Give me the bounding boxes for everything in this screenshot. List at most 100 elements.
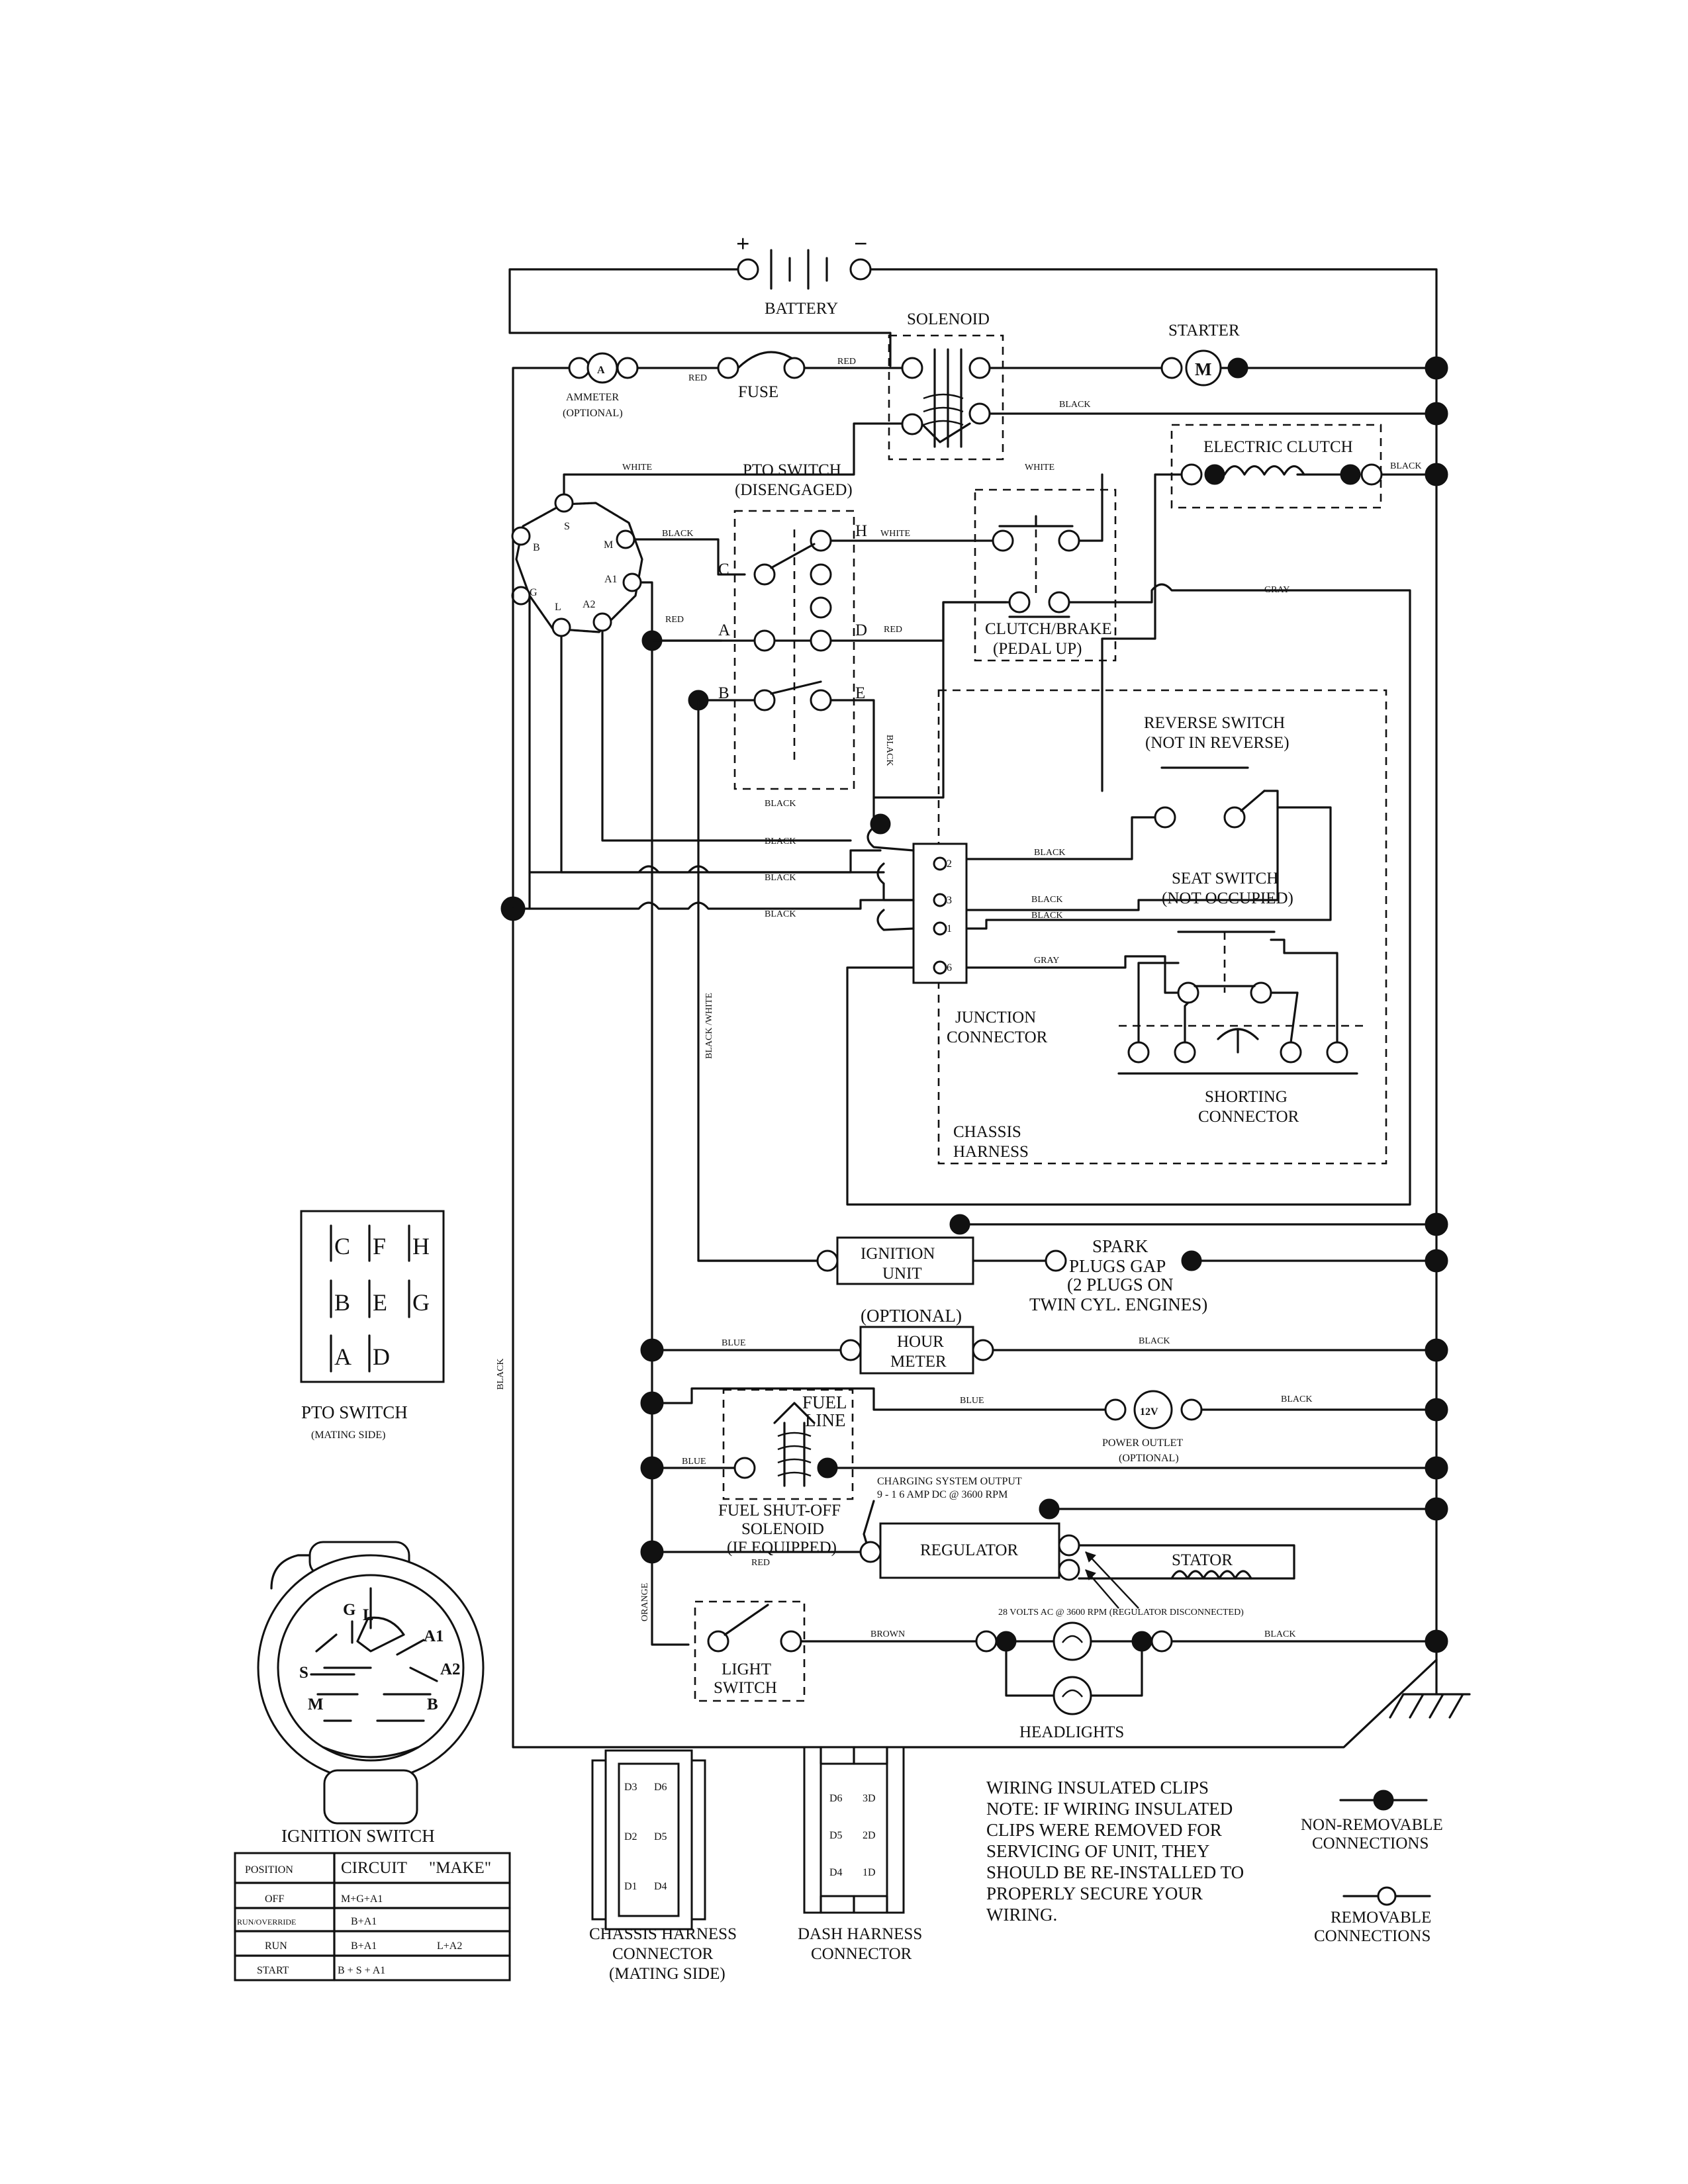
ign-face-m: M <box>308 1696 324 1713</box>
regulator: CHARGING SYSTEM OUTPUT 9 - 1 6 AMP DC @ … <box>640 1476 1448 1617</box>
ign-face-a2: A2 <box>440 1661 461 1678</box>
ignition-switch-title: IGNITION SWITCH <box>281 1826 435 1846</box>
ground-symbol <box>1389 1659 1471 1719</box>
wire-black-jc3: BLACK <box>1031 895 1062 905</box>
pto-switch-title: PTO SWITCH <box>743 461 841 479</box>
wire-black-outlet: BLACK <box>1281 1394 1312 1404</box>
wire-brown: BROWN <box>870 1629 905 1639</box>
power-outlet-line1: POWER OUTLET <box>1102 1437 1183 1449</box>
battery: + − BATTERY <box>508 230 1438 1661</box>
junction-pin-3: 3 <box>947 895 952 906</box>
wire-white-1: WHITE <box>622 463 652 473</box>
spark-line2: PLUGS GAP <box>1069 1256 1166 1276</box>
wire-red-pto: RED <box>884 625 902 635</box>
junction-pin-2: 2 <box>947 858 952 870</box>
wire-black-jc1: BLACK <box>1031 911 1062 921</box>
ign-row-run-make: L+A2 <box>437 1940 462 1952</box>
stator-note: 28 VOLTS AC @ 3600 RPM (REGULATOR DISCON… <box>998 1608 1244 1617</box>
chassis-pin-d2: D2 <box>624 1831 637 1843</box>
dash-pin-3d: 3D <box>863 1793 876 1804</box>
shorting-line1: SHORTING <box>1205 1088 1288 1106</box>
pto-mating-c: C <box>334 1233 350 1259</box>
pto-mating-g: G <box>412 1289 430 1316</box>
chassis-connector-line3: (MATING SIDE) <box>609 1965 726 1983</box>
hour-meter-line1: HOUR <box>897 1333 944 1351</box>
notes-line6: PROPERLY SECURE YOUR <box>986 1884 1203 1903</box>
dash-pin-d4: D4 <box>829 1867 843 1878</box>
ign-table-header-circuit: CIRCUIT <box>341 1859 407 1877</box>
ign-row-start-pos: START <box>257 1965 289 1976</box>
light-switch-line2: SWITCH <box>714 1679 777 1697</box>
chassis-pin-d5: D5 <box>654 1831 667 1843</box>
ign-face-a1: A1 <box>424 1627 444 1645</box>
pto-terminal-a: A <box>718 621 730 639</box>
wire-gray-1: GRAY <box>1264 585 1289 595</box>
junction-line2: CONNECTOR <box>947 1028 1048 1046</box>
wire-red-a1: RED <box>665 615 684 625</box>
ign-row-off-circ: M+G+A1 <box>341 1893 383 1905</box>
dash-pin-2d: 2D <box>863 1830 876 1841</box>
ign-face-b: B <box>427 1696 438 1713</box>
wire-orange: ORANGE <box>640 1583 650 1621</box>
key-switch-terminals: B S M A1 G L A2 <box>511 493 643 637</box>
wire-black-clutch: BLACK <box>1390 461 1421 471</box>
ign-row-off-pos: OFF <box>265 1893 284 1905</box>
ammeter-symbol: A <box>597 365 605 376</box>
battery-plus: + <box>736 230 750 257</box>
notes-line4: SERVICING OF UNIT, THEY <box>986 1841 1209 1861</box>
charging-line1: CHARGING SYSTEM OUTPUT <box>877 1476 1022 1487</box>
starter-motor: STARTER M BLACK <box>988 322 1448 426</box>
ammeter-fuse-circuit: A AMMETER (OPTIONAL) RED FUSE RED <box>512 351 904 547</box>
solenoid: SOLENOID <box>888 310 1004 461</box>
pto-mating-a: A <box>334 1343 352 1370</box>
pto-mating-f: F <box>373 1233 386 1259</box>
wire-blue-1: BLUE <box>722 1338 746 1348</box>
pto-terminal-c: C <box>718 561 729 578</box>
ammeter-note: (OPTIONAL) <box>563 408 623 419</box>
key-terminal-a2: A2 <box>583 599 596 610</box>
stator-label: STATOR <box>1172 1551 1233 1569</box>
wire-black-head: BLACK <box>1264 1629 1295 1639</box>
junction-pin-6: 6 <box>947 962 952 974</box>
regulator-label: REGULATOR <box>920 1541 1018 1559</box>
ign-row-run-pos: RUN <box>265 1940 287 1952</box>
key-terminal-b: B <box>533 542 540 553</box>
seat-switch-line1: SEAT SWITCH <box>1172 870 1278 887</box>
ign-row-runov-pos: RUN/OVERRIDE <box>237 1917 296 1927</box>
reverse-switch-line2: (NOT IN REVERSE) <box>1145 734 1289 752</box>
key-terminal-l: L <box>555 602 561 613</box>
wire-black-jc2: BLACK <box>1034 848 1065 858</box>
pto-mating-title: PTO SWITCH <box>301 1402 408 1422</box>
key-terminal-s: S <box>564 521 570 532</box>
wire-black-c2: BLACK <box>765 909 796 919</box>
starter-symbol: M <box>1195 359 1211 379</box>
fuel-solenoid-line1: FUEL SHUT-OFF <box>718 1502 841 1520</box>
dash-pin-d5: D5 <box>829 1830 843 1841</box>
ign-row-runov-circ: B+A1 <box>351 1916 377 1927</box>
hour-meter-optional: (OPTIONAL) <box>861 1306 962 1326</box>
ignition-unit: IGNITION UNIT SPARK PLUGS GAP (2 PLUGS O… <box>816 1212 1448 1314</box>
fuel-line-1: FUEL <box>802 1392 847 1412</box>
pto-mating-h: H <box>412 1233 430 1259</box>
pto-terminal-b: B <box>718 684 729 702</box>
wire-black-solenoid: BLACK <box>1059 400 1090 410</box>
clutch-brake-switch: CLUTCH/BRAKE (PEDAL UP) GRAY WHITE BLACK <box>765 463 1411 1206</box>
hour-meter: (OPTIONAL) BLUE HOUR METER BLACK <box>640 1306 1448 1375</box>
ign-face-g: G <box>343 1601 355 1619</box>
ign-face-l: L <box>363 1606 374 1624</box>
legend-nonremovable-2: CONNECTIONS <box>1312 1835 1429 1852</box>
headlights: BLACK HEADLIGHTS <box>975 1621 1448 1741</box>
ign-row-run-circ: B+A1 <box>351 1940 377 1952</box>
ign-face-s: S <box>299 1664 308 1682</box>
headlights-label: HEADLIGHTS <box>1019 1723 1124 1741</box>
wire-black-a: BLACK <box>765 837 796 846</box>
battery-minus: − <box>854 230 868 257</box>
ignition-unit-line2: UNIT <box>882 1265 922 1283</box>
fuse-label: FUSE <box>738 383 778 401</box>
light-switch-line1: LIGHT <box>722 1661 771 1678</box>
key-terminal-m: M <box>604 539 613 551</box>
wire-black-hour: BLACK <box>1139 1336 1170 1346</box>
wire-black-ground: BLACK <box>496 1359 506 1390</box>
key-terminal-g: G <box>530 587 538 598</box>
